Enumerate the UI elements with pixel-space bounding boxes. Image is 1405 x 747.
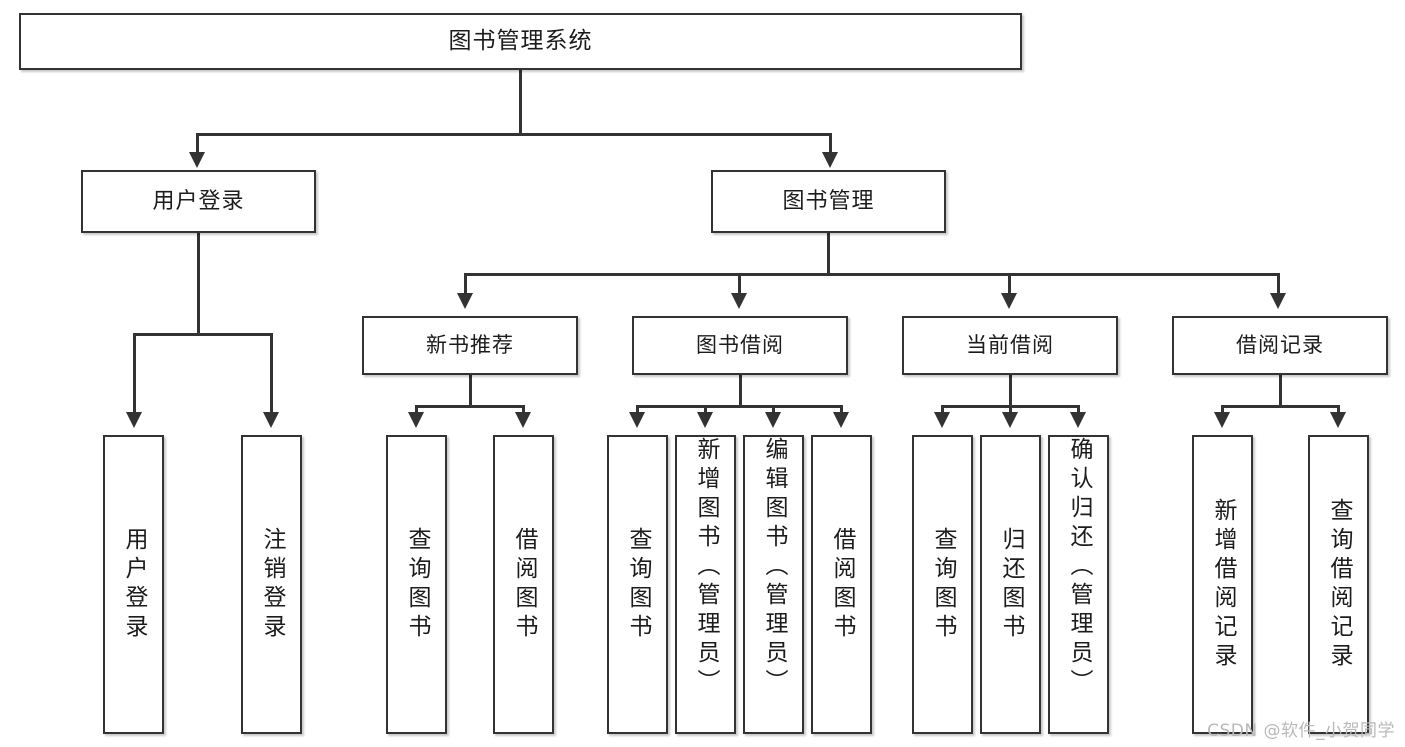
node-label: 归还图书 <box>998 526 1024 643</box>
csdn-watermark: CSDN @软件_小贺同学 <box>1207 721 1395 741</box>
connector-level2-bus <box>196 133 832 136</box>
connector-drop-leaf-user-login <box>133 333 136 416</box>
leaf-borrow-borrow-book[interactable]: 借阅图书 <box>811 435 872 734</box>
node-root-book-management-system[interactable]: 图书管理系统 <box>19 13 1022 70</box>
node-label: 查询图书 <box>625 526 651 643</box>
node-user-login[interactable]: 用户登录 <box>81 170 316 233</box>
connector-book-management-stem <box>827 233 830 275</box>
connector-drop-br-1 <box>1221 405 1224 416</box>
node-label: 新书推荐 <box>426 333 514 358</box>
leaf-borrow-edit-book-admin[interactable]: 编辑图书（管理员） <box>743 435 804 734</box>
node-label: 新增图书（管理员） <box>693 437 719 698</box>
arrowhead-cb-3 <box>1070 412 1086 428</box>
connector-drop-bb-1 <box>636 405 639 416</box>
connector-new-book-stem <box>469 375 472 407</box>
node-label: 借阅图书 <box>511 526 537 643</box>
node-label: 确认归还（管理员） <box>1066 437 1092 698</box>
connector-borrow-records-bus <box>1221 405 1340 408</box>
node-label: 查询图书 <box>930 526 956 643</box>
node-new-book-recommend[interactable]: 新书推荐 <box>362 316 578 375</box>
leaf-borrow-query-book[interactable]: 查询图书 <box>607 435 668 734</box>
node-label: 图书借阅 <box>696 333 784 358</box>
arrowhead-bb-4 <box>833 412 849 428</box>
connector-drop-current-borrow <box>1008 273 1011 297</box>
node-label: 注销登录 <box>259 526 285 643</box>
connector-drop-book-management <box>829 133 832 157</box>
connector-drop-borrow-records <box>1277 273 1280 297</box>
leaf-current-query-book[interactable]: 查询图书 <box>912 435 973 734</box>
connector-drop-leaf-logout <box>270 333 273 416</box>
arrowhead-bb-2 <box>697 412 713 428</box>
node-label: 查询借阅记录 <box>1326 497 1352 672</box>
arrowhead-nb-1 <box>408 412 424 428</box>
arrowhead-bb-1 <box>629 412 645 428</box>
arrowhead-cb-2 <box>1002 412 1018 428</box>
arrowhead-br-1 <box>1214 412 1230 428</box>
connector-drop-nb-1 <box>415 405 418 416</box>
node-label: 新增借阅记录 <box>1210 497 1236 672</box>
arrowhead-br-2 <box>1330 412 1346 428</box>
leaf-records-add-record[interactable]: 新增借阅记录 <box>1192 435 1253 734</box>
arrowhead-leaf-logout <box>263 412 279 428</box>
connector-drop-br-2 <box>1337 405 1340 416</box>
arrowhead-current-borrow <box>1001 293 1017 309</box>
leaf-records-query-record[interactable]: 查询借阅记录 <box>1308 435 1369 734</box>
arrowhead-cb-1 <box>934 412 950 428</box>
node-book-borrow[interactable]: 图书借阅 <box>632 316 848 375</box>
connector-borrow-records-stem <box>1279 375 1282 407</box>
arrowhead-book-management <box>822 152 838 168</box>
leaf-current-return-book[interactable]: 归还图书 <box>980 435 1041 734</box>
connector-root-stem <box>519 70 522 134</box>
node-book-management[interactable]: 图书管理 <box>711 170 946 233</box>
node-borrow-records[interactable]: 借阅记录 <box>1172 316 1388 375</box>
node-label: 借阅图书 <box>829 526 855 643</box>
connector-level3-bus <box>464 273 1280 276</box>
connector-new-book-bus <box>415 405 525 408</box>
node-label: 用户登录 <box>152 188 245 214</box>
leaf-borrow-add-book-admin[interactable]: 新增图书（管理员） <box>675 435 736 734</box>
arrowhead-bb-3 <box>765 412 781 428</box>
connector-user-login-stem <box>197 233 200 335</box>
connector-drop-bb-2 <box>704 405 707 416</box>
leaf-user-login[interactable]: 用户登录 <box>103 435 164 734</box>
node-label: 用户登录 <box>121 526 147 643</box>
node-label: 编辑图书（管理员） <box>761 437 787 698</box>
leaf-logout[interactable]: 注销登录 <box>241 435 302 734</box>
connector-drop-bb-3 <box>772 405 775 416</box>
arrowhead-user-login <box>189 152 205 168</box>
connector-book-borrow-stem <box>739 375 742 407</box>
connector-drop-nb-2 <box>522 405 525 416</box>
connector-current-borrow-stem <box>1009 375 1012 407</box>
node-current-borrow[interactable]: 当前借阅 <box>902 316 1118 375</box>
connector-drop-cb-3 <box>1077 405 1080 416</box>
connector-drop-cb-2 <box>1009 405 1012 416</box>
leaf-new-book-borrow-book[interactable]: 借阅图书 <box>493 435 554 734</box>
leaf-current-confirm-return-admin[interactable]: 确认归还（管理员） <box>1048 435 1109 734</box>
node-label: 当前借阅 <box>966 333 1054 358</box>
connector-drop-cb-1 <box>941 405 944 416</box>
node-label: 借阅记录 <box>1236 333 1324 358</box>
arrowhead-borrow-records <box>1270 293 1286 309</box>
connector-user-login-bus <box>133 333 272 336</box>
node-label: 查询图书 <box>404 526 430 643</box>
leaf-new-book-query-book[interactable]: 查询图书 <box>386 435 447 734</box>
arrowhead-nb-2 <box>515 412 531 428</box>
node-label: 图书管理系统 <box>448 28 593 55</box>
arrowhead-new-book <box>457 293 473 309</box>
connector-drop-new-book <box>464 273 467 297</box>
node-label: 图书管理 <box>782 188 875 214</box>
connector-book-borrow-bus <box>636 405 843 408</box>
connector-drop-user-login <box>196 133 199 157</box>
arrowhead-leaf-user-login <box>126 412 142 428</box>
connector-drop-bb-4 <box>840 405 843 416</box>
arrowhead-book-borrow <box>731 293 747 309</box>
connector-drop-book-borrow <box>738 273 741 297</box>
